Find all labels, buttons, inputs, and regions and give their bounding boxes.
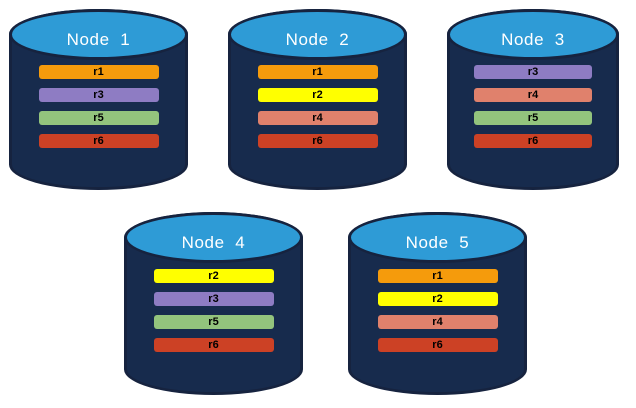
database-node[interactable]: Node 1 r1 r3 r5 r6 xyxy=(9,9,188,190)
replica-row: r2 xyxy=(124,269,303,283)
replica-bar[interactable]: r6 xyxy=(257,134,378,148)
replica-row: r5 xyxy=(9,111,188,125)
node-label: Node 1 xyxy=(66,30,131,49)
replica-stack: r1 r3 r5 r6 xyxy=(9,65,188,148)
replica-bar[interactable]: r5 xyxy=(38,111,159,125)
replica-row: r3 xyxy=(447,65,619,79)
replica-bar[interactable]: r2 xyxy=(377,292,498,306)
replica-bar[interactable]: r1 xyxy=(257,65,378,79)
replica-bar[interactable]: r4 xyxy=(257,111,378,125)
replica-row: r2 xyxy=(228,88,407,102)
replica-bar[interactable]: r4 xyxy=(474,88,592,102)
database-node[interactable]: Node 5 r1 r2 r4 r6 xyxy=(348,212,527,395)
node-label: Node 2 xyxy=(285,30,350,49)
replica-row: r1 xyxy=(348,269,527,283)
replica-row: r6 xyxy=(9,134,188,148)
replica-bar[interactable]: r6 xyxy=(377,338,498,352)
cylinder-top-ellipse xyxy=(124,212,303,264)
replica-bar[interactable]: r2 xyxy=(153,269,274,283)
node-label: Node 4 xyxy=(181,233,246,252)
database-node[interactable]: Node 3 r3 r4 r5 r6 xyxy=(447,9,619,190)
replica-bar[interactable]: r1 xyxy=(377,269,498,283)
replica-bar[interactable]: r3 xyxy=(474,65,592,79)
replica-row: r4 xyxy=(348,315,527,329)
cylinder-top-ellipse xyxy=(447,9,619,60)
cylinder-top-ellipse xyxy=(228,9,407,60)
replica-bar[interactable]: r5 xyxy=(474,111,592,125)
replica-row: r1 xyxy=(228,65,407,79)
replica-bar[interactable]: r3 xyxy=(38,88,159,102)
replica-bar[interactable]: r3 xyxy=(153,292,274,306)
replica-row: r3 xyxy=(9,88,188,102)
replica-stack: r3 r4 r5 r6 xyxy=(447,65,619,148)
replica-bar[interactable]: r2 xyxy=(257,88,378,102)
node-label: Node 5 xyxy=(405,233,470,252)
replica-row: r6 xyxy=(228,134,407,148)
replica-stack: r2 r3 r5 r6 xyxy=(124,269,303,352)
replica-bar[interactable]: r6 xyxy=(474,134,592,148)
replica-row: r1 xyxy=(9,65,188,79)
replica-bar[interactable]: r1 xyxy=(38,65,159,79)
replica-bar[interactable]: r5 xyxy=(153,315,274,329)
replica-row: r3 xyxy=(124,292,303,306)
replica-stack: r1 r2 r4 r6 xyxy=(228,65,407,148)
replica-row: r6 xyxy=(124,338,303,352)
database-node[interactable]: Node 2 r1 r2 r4 r6 xyxy=(228,9,407,190)
cylinder-top-ellipse xyxy=(348,212,527,264)
cylinder-top-ellipse xyxy=(9,9,188,60)
database-node[interactable]: Node 4 r2 r3 r5 r6 xyxy=(124,212,303,395)
replica-row: r4 xyxy=(228,111,407,125)
replica-row: r4 xyxy=(447,88,619,102)
replica-stack: r1 r2 r4 r6 xyxy=(348,269,527,352)
replica-row: r2 xyxy=(348,292,527,306)
replica-bar[interactable]: r6 xyxy=(38,134,159,148)
node-label: Node 3 xyxy=(501,30,565,49)
replica-bar[interactable]: r4 xyxy=(377,315,498,329)
replica-row: r6 xyxy=(447,134,619,148)
replica-row: r5 xyxy=(447,111,619,125)
replica-bar[interactable]: r6 xyxy=(153,338,274,352)
replica-row: r5 xyxy=(124,315,303,329)
replica-row: r6 xyxy=(348,338,527,352)
